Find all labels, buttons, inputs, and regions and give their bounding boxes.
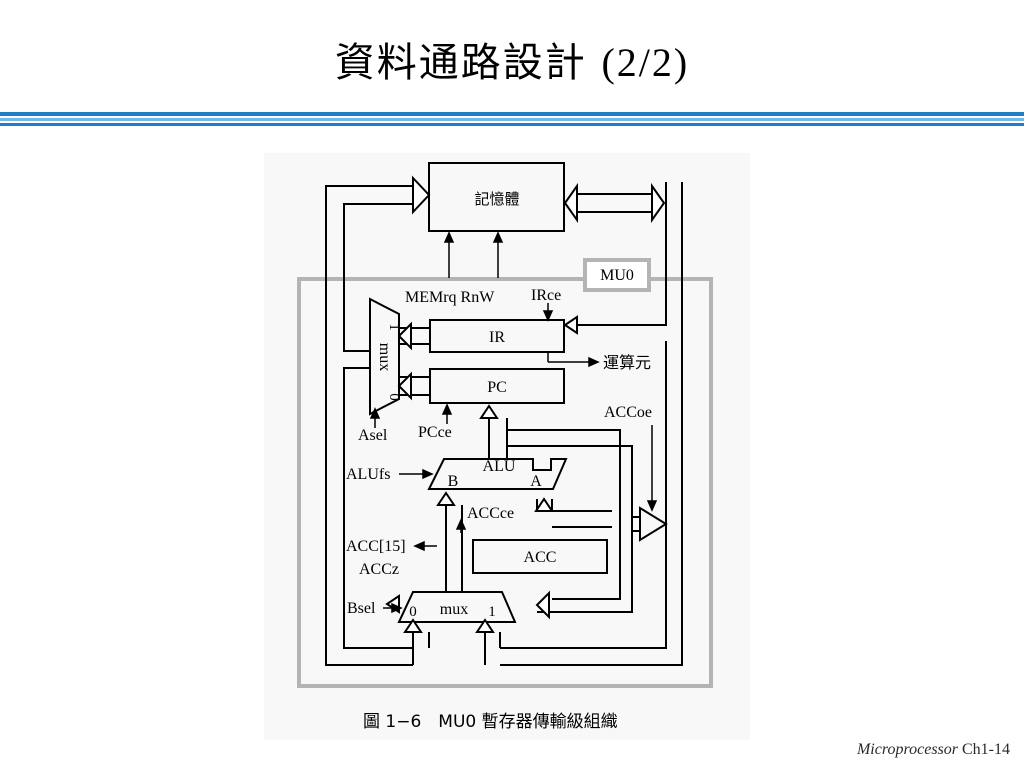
memrq-rnw-label: MEMrq RnW <box>405 289 495 306</box>
alu-a-label: A <box>530 473 542 490</box>
arrow-into-acc <box>535 590 550 620</box>
acc-label: ACC <box>524 549 557 566</box>
arrow-into-mux-from-pc <box>397 371 412 401</box>
amux-label: mux <box>376 343 393 371</box>
accz-label: ACCz <box>359 561 399 578</box>
title-rule-top <box>0 112 1024 116</box>
alufs-label: ALUfs <box>346 466 390 483</box>
figure-caption: 圖 1−6 MU0 暫存器傳輸級組織 <box>363 712 618 732</box>
amux-in1-label: 1 <box>386 323 402 331</box>
pcce-label: PCce <box>418 424 452 441</box>
alu-b-label: B <box>448 473 459 490</box>
arrow-into-memory-left <box>412 175 431 215</box>
amux-in0-label: 0 <box>386 393 402 401</box>
arrow-into-pc <box>479 404 499 419</box>
mu0-label-box <box>583 258 651 292</box>
bus-mem-left-inner <box>343 203 413 352</box>
bus-alu-right-loop-outer <box>507 445 633 613</box>
footer-course: Microprocessor <box>856 741 958 758</box>
arrow-into-mux-from-ir <box>397 321 412 351</box>
accoe-buffer <box>639 506 668 542</box>
memory-box <box>428 162 565 232</box>
bmux-in0-label: 0 <box>409 604 417 620</box>
bsel-label: Bsel <box>347 600 376 617</box>
footer: Microprocessor Ch1-14 <box>857 741 1010 759</box>
irce-label: IRce <box>531 287 561 304</box>
address-mux <box>369 297 400 416</box>
pc-label: PC <box>487 379 507 396</box>
accce-label: ACCce <box>467 505 514 522</box>
ir-box <box>429 319 565 353</box>
title-rule-bottom <box>0 123 1024 126</box>
slide-title-part: (2/2) <box>601 40 690 85</box>
arrow-bmux-in1 <box>475 618 495 633</box>
bmux-label: mux <box>440 601 468 618</box>
acc15-label: ACC[15] <box>346 538 406 555</box>
arrow-memdata-left <box>563 182 578 224</box>
bus-mux-left-loop <box>343 367 413 649</box>
bmux-in1-label: 1 <box>488 604 496 620</box>
operand-label: 運算元 <box>603 353 651 372</box>
bus-memdata-down-inner <box>577 182 667 326</box>
slide-title-text: 資料通路設計 <box>334 40 587 86</box>
arrow-into-acc-a <box>534 497 554 512</box>
mu0-label: MU0 <box>600 267 634 284</box>
memory-label: 記憶體 <box>474 190 519 208</box>
asel-label: Asel <box>358 427 388 444</box>
arrow-into-alu-b <box>436 491 456 506</box>
acc-box <box>472 539 608 574</box>
bus-acc-to-ir-outer <box>500 341 667 649</box>
title-rule-mid <box>0 118 1024 121</box>
arrow-memdata-right <box>651 182 666 224</box>
accoe-label: ACCoe <box>604 404 652 421</box>
bus-memdata-down-outer <box>500 182 683 666</box>
alu-label: ALU <box>483 458 516 475</box>
bus-alu-right-loop-inner <box>507 429 621 600</box>
ir-label: IR <box>489 329 505 346</box>
pc-box <box>429 368 565 404</box>
arrow-bmux-in0 <box>403 618 423 633</box>
mu0-boundary <box>297 277 713 688</box>
b-mux <box>397 591 517 623</box>
arrow-into-ir <box>563 315 578 335</box>
bus-mem-left-outer <box>325 185 413 666</box>
alu-shape <box>427 458 568 490</box>
footer-page: Ch1-14 <box>962 741 1010 758</box>
slide-title: 資料通路設計 (2/2) <box>0 30 1024 88</box>
